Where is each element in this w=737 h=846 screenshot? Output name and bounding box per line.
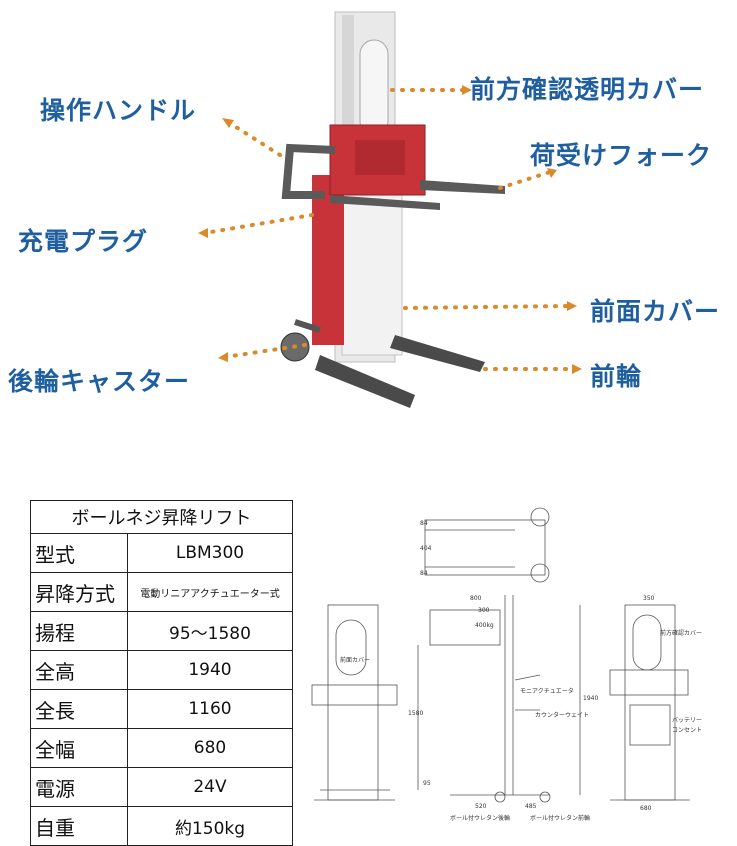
- spec-value: 95～1580: [127, 611, 293, 651]
- front-cover-body: [341, 189, 403, 356]
- svg-text:84: 84: [420, 570, 428, 577]
- label-front-cover: 前面カバー: [590, 297, 721, 326]
- svg-text:404: 404: [420, 545, 432, 552]
- svg-text:ボール付ウレタン前輪: ボール付ウレタン前輪: [530, 814, 590, 822]
- label-fork: 荷受けフォーク: [530, 141, 713, 170]
- spec-value: 24V: [127, 767, 293, 807]
- svg-text:485: 485: [525, 803, 537, 810]
- svg-text:350: 350: [643, 595, 655, 602]
- lift-illustration: [198, 11, 582, 408]
- svg-text:800: 800: [470, 595, 482, 602]
- svg-text:コンセント: コンセント: [672, 727, 702, 734]
- spec-key: 自重: [30, 806, 128, 846]
- svg-text:95: 95: [423, 780, 431, 787]
- spec-key: 昇降方式: [30, 572, 128, 612]
- fork-lower: [330, 195, 440, 210]
- label-handle: 操作ハンドル: [40, 96, 197, 125]
- spec-value: LBM300: [127, 533, 293, 573]
- spec-key: 全高: [30, 650, 128, 690]
- drawing-mast-left: [327, 604, 379, 801]
- label-rear-caster: 後輪キャスター: [8, 367, 191, 396]
- clear-cover: [359, 39, 389, 136]
- fork-upper: [420, 180, 505, 194]
- drawing-dimension-labels: 84 404 84 800 300 400kg 1580 1940 95 520…: [340, 520, 702, 822]
- label-front-wheel: 前輪: [590, 362, 643, 391]
- spec-key: 揚程: [30, 611, 128, 651]
- svg-text:300: 300: [478, 607, 490, 614]
- spec-key: 電源: [30, 767, 128, 807]
- svg-text:680: 680: [640, 805, 652, 812]
- label-charge-plug: 充電プラグ: [18, 227, 149, 256]
- svg-text:モニアクチュエータ: モニアクチュエータ: [520, 687, 574, 695]
- spec-table-title: ボールネジ昇降リフト: [30, 500, 293, 534]
- technical-drawing: 84 404 84 800 300 400kg 1580 1940 95 520…: [311, 507, 702, 822]
- svg-text:1580: 1580: [408, 710, 423, 717]
- label-front-clear-cover: 前方確認透明カバー: [470, 75, 705, 104]
- table-row: 自重約150kg: [30, 806, 293, 846]
- handle-bar: [281, 143, 336, 199]
- base-leg-right: [390, 335, 485, 372]
- svg-text:前方確認カバー: 前方確認カバー: [660, 629, 702, 637]
- svg-text:400kg: 400kg: [475, 622, 494, 629]
- svg-text:バッテリー: バッテリー: [672, 717, 702, 724]
- spec-value: 約150kg: [127, 806, 293, 846]
- spec-value: 1160: [127, 689, 293, 729]
- spec-value: 電動リニアアクチュエーター式: [127, 572, 293, 612]
- svg-text:1940: 1940: [583, 695, 598, 702]
- table-row: 昇降方式電動リニアアクチュエーター式: [30, 572, 293, 612]
- svg-text:520: 520: [475, 803, 487, 810]
- spec-key: 全幅: [30, 728, 128, 768]
- spec-key: 型式: [30, 533, 128, 573]
- spec-value: 1940: [127, 650, 293, 690]
- svg-text:カウンターウェイト: カウンターウェイト: [535, 711, 589, 719]
- svg-text:前面カバー: 前面カバー: [340, 656, 370, 664]
- spec-key: 全長: [30, 689, 128, 729]
- leader-lines: [203, 88, 577, 371]
- svg-text:84: 84: [420, 520, 428, 527]
- base-leg-left: [315, 355, 415, 408]
- svg-text:ボール付ウレタン後輪: ボール付ウレタン後輪: [450, 814, 510, 822]
- spec-value: 680: [127, 728, 293, 768]
